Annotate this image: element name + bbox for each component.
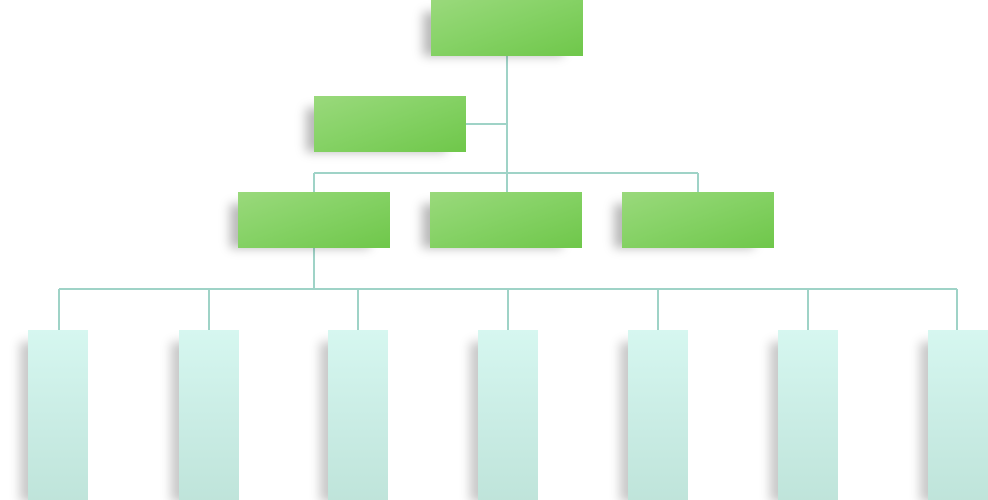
level3-node-5[interactable]	[628, 330, 688, 500]
level3-node-2[interactable]	[179, 330, 239, 500]
level3-node-4[interactable]	[478, 330, 538, 500]
level2-node-1[interactable]	[238, 192, 390, 248]
level3-node-7[interactable]	[928, 330, 988, 500]
assistant-node[interactable]	[314, 96, 466, 152]
level3-node-6[interactable]	[778, 330, 838, 500]
root-node[interactable]	[431, 0, 583, 56]
level3-node-1[interactable]	[28, 330, 88, 500]
level2-node-2[interactable]	[430, 192, 582, 248]
level3-node-3[interactable]	[328, 330, 388, 500]
level2-node-3[interactable]	[622, 192, 774, 248]
